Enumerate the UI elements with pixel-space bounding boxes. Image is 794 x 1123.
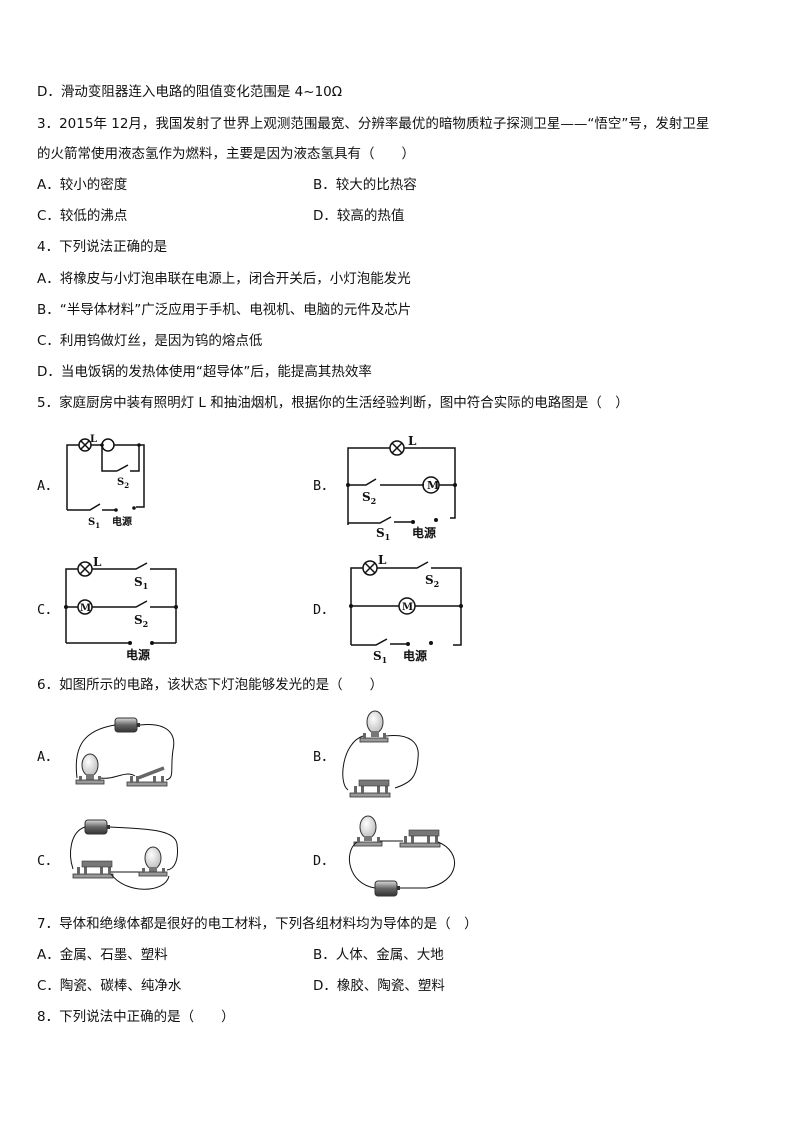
- q5-label-d: D．: [313, 602, 335, 618]
- q5-circuit-d: L M S2 S1 电源: [349, 553, 463, 663]
- switch-icon: [399, 829, 441, 848]
- svg-text:L: L: [90, 434, 97, 445]
- svg-text:S2: S2: [425, 573, 439, 589]
- switch-icon: [126, 766, 168, 787]
- svg-text:S1: S1: [134, 575, 148, 591]
- svg-text:电源: 电源: [112, 515, 132, 528]
- q5-stem: 5．家庭厨房中装有照明灯 L 和抽油烟机，根据你的生活经验判断，图中符合实际的电…: [37, 395, 629, 411]
- svg-text:M: M: [427, 479, 439, 492]
- q5-circuit-c: L M S1 S2 电源: [64, 555, 178, 662]
- svg-text:M: M: [402, 602, 413, 613]
- battery-icon: [84, 819, 110, 835]
- q6-stem: 6．如图所示的电路，该状态下灯泡能够发光的是（ ）: [37, 677, 384, 693]
- motor-icon: [101, 438, 115, 452]
- q7-option-d: D．橡胶、陶瓷、塑料: [313, 978, 445, 994]
- svg-text:L: L: [378, 553, 387, 567]
- svg-text:电源: 电源: [126, 647, 150, 662]
- q5-label-a: A．: [37, 478, 59, 494]
- q7-option-c: C．陶瓷、碳棒、纯净水: [37, 978, 182, 994]
- bulb-icon: [75, 753, 105, 785]
- battery-icon: [114, 717, 140, 733]
- q6-label-d: D．: [313, 853, 335, 869]
- q3-stem-line2: 的火箭常使用液态氢作为燃料，主要是因为液态氢具有（ ）: [37, 146, 415, 162]
- svg-text:S1: S1: [373, 649, 387, 663]
- svg-text:S2: S2: [134, 613, 148, 629]
- battery-icon: [374, 880, 400, 897]
- q7-option-a: A．金属、石墨、塑料: [37, 947, 168, 963]
- q8-stem: 8．下列说法中正确的是（ ）: [37, 1009, 235, 1025]
- q3-option-c: C．较低的沸点: [37, 208, 128, 224]
- bulb-icon: [359, 710, 389, 743]
- switch-icon: [349, 779, 391, 798]
- svg-text:电源: 电源: [412, 525, 436, 540]
- q3-option-d: D．较高的热值: [313, 208, 405, 224]
- q6-label-c: C．: [37, 853, 59, 869]
- q5-circuit-a: L S2 S1 电源: [66, 434, 145, 530]
- svg-text:电源: 电源: [403, 648, 427, 663]
- q4-option-a: A．将橡皮与小灯泡串联在电源上，闭合开关后，小灯泡能发光: [37, 271, 411, 287]
- q3-option-b: B．较大的比热容: [313, 177, 417, 193]
- bulb-icon: [138, 846, 168, 877]
- q5-circuit-b: L M S2 S1 电源: [346, 434, 457, 540]
- q6-label-a: A．: [37, 749, 59, 765]
- q6-label-b: B．: [313, 749, 335, 765]
- svg-text:M: M: [80, 603, 91, 614]
- q5-label-b: B．: [313, 478, 335, 494]
- svg-text:S1: S1: [88, 517, 100, 530]
- q6-figure-d: [348, 815, 455, 897]
- svg-text:L: L: [93, 555, 102, 569]
- svg-text:S2: S2: [362, 490, 376, 506]
- q6-figure-a: [75, 717, 175, 787]
- svg-text:S2: S2: [117, 477, 129, 490]
- q6-figure-b: [342, 710, 419, 798]
- q4-option-d: D．当电饭锅的发热体使用“超导体”后，能提高其热效率: [37, 364, 372, 380]
- q4-stem: 4．下列说法正确的是: [37, 239, 168, 255]
- svg-text:S1: S1: [376, 526, 390, 540]
- q2-option-d: D．滑动变阻器连入电路的阻值变化范围是 4~10Ω: [37, 84, 343, 100]
- q3-stem-line1: 3．2015年 12月，我国发射了世界上观测范围最宽、分辨率最优的暗物质粒子探测…: [37, 116, 710, 132]
- q4-option-c: C．利用钨做灯丝，是因为钨的熔点低: [37, 333, 263, 349]
- q7-option-b: B．人体、金属、大地: [313, 947, 444, 963]
- q7-stem: 7．导体和绝缘体都是很好的电工材料，下列各组材料均为导体的是（ ）: [37, 916, 478, 932]
- q4-option-b: B．“半导体材料”广泛应用于手机、电视机、电脑的元件及芯片: [37, 302, 412, 318]
- q3-option-a: A．较小的密度: [37, 177, 128, 193]
- q5-label-c: C．: [37, 602, 59, 618]
- bulb-icon: [353, 815, 383, 847]
- svg-text:L: L: [408, 434, 417, 448]
- switch-icon: [72, 860, 114, 879]
- q6-figure-c: [70, 819, 178, 890]
